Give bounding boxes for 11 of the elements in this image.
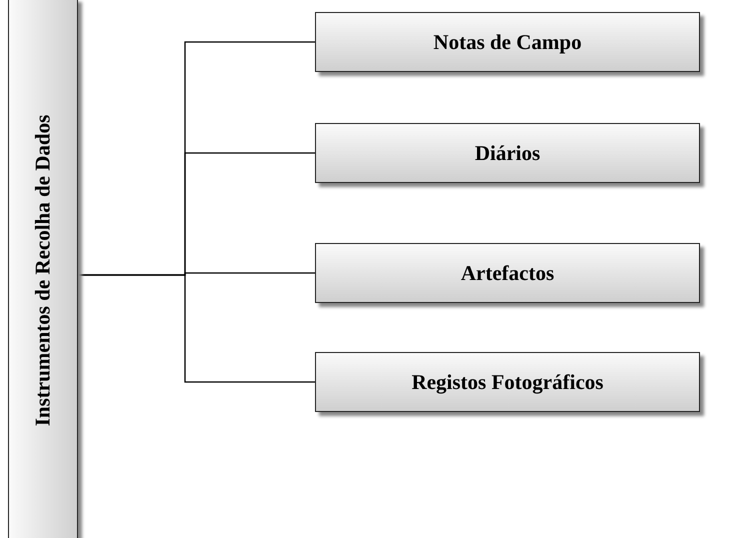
- item-label: Diários: [474, 140, 540, 166]
- item-box: [315, 123, 700, 183]
- item-box: [315, 12, 700, 72]
- category-box: [8, 0, 78, 538]
- category-title: Instrumentos de Recolha de Dados: [30, 114, 56, 426]
- item-box: [315, 352, 700, 412]
- item-label: Artefactos: [460, 260, 554, 286]
- item-box: [315, 243, 700, 303]
- item-label: Registos Fotográficos: [412, 370, 604, 394]
- item-label: Notas de Campo: [433, 30, 582, 54]
- connector-line: [78, 274, 315, 383]
